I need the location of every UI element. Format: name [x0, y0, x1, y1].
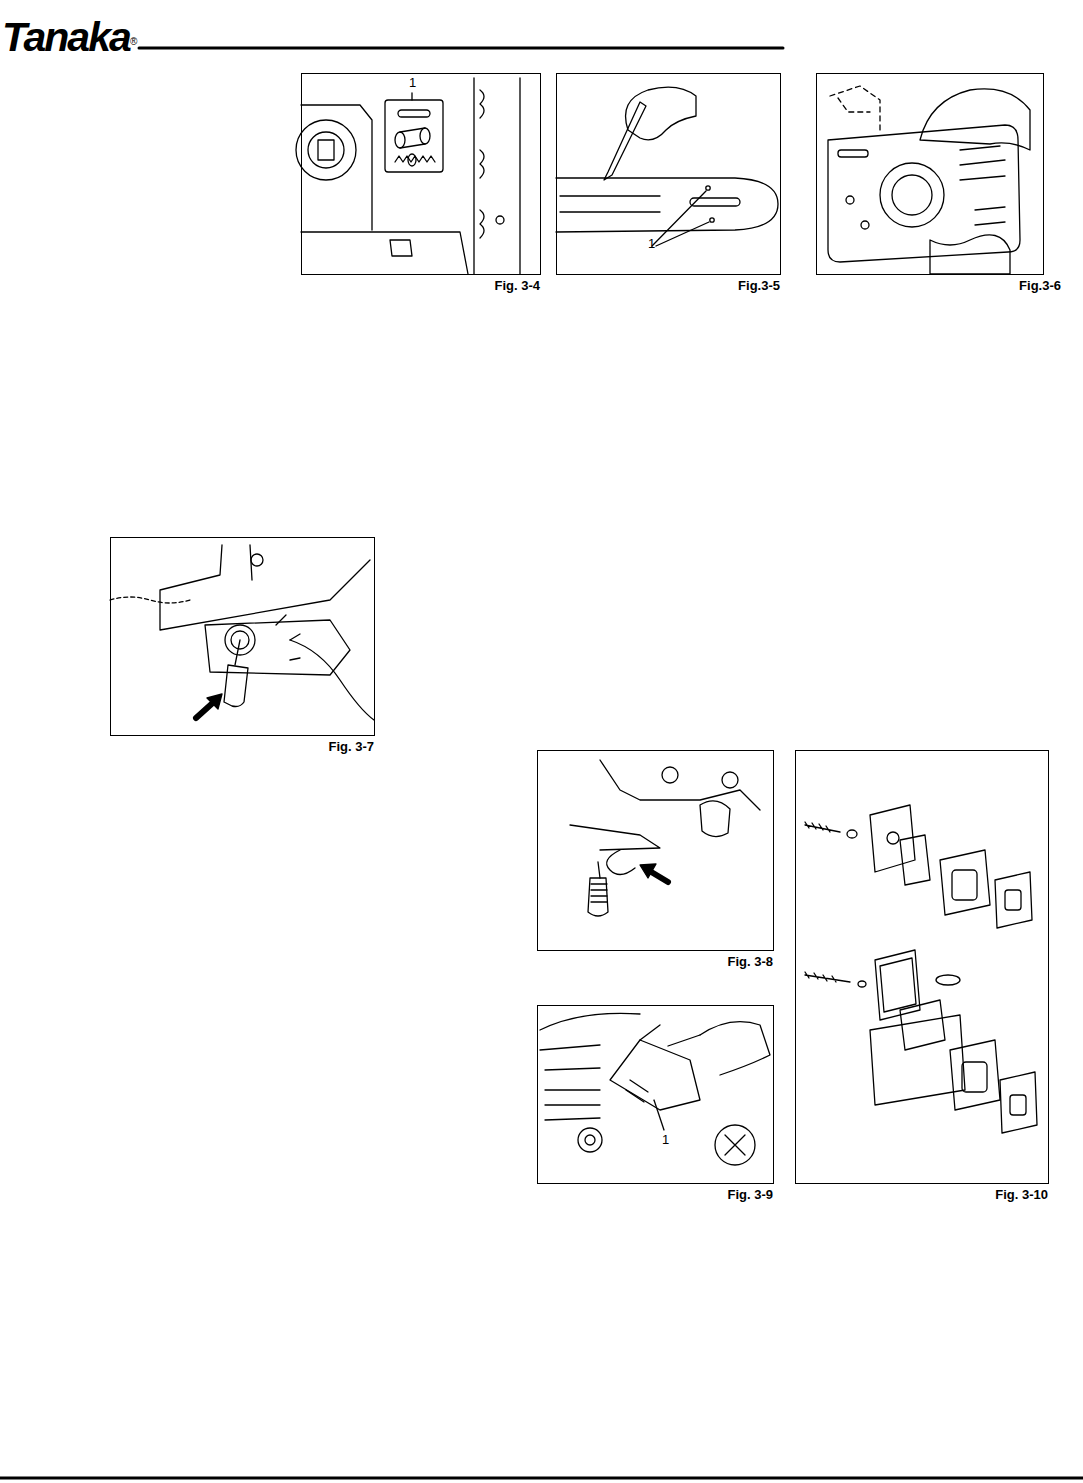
figure-caption: Fig.3-5 [738, 279, 780, 292]
figure-caption: Fig.3-6 [1019, 279, 1061, 292]
figure-caption: Fig. 3-7 [328, 740, 374, 753]
figure-caption: Fig. 3-10 [995, 1188, 1048, 1201]
oil-adjust-illustration [110, 545, 374, 720]
cover-illustration [828, 86, 1030, 274]
figure-frame: Fig. 3-8 [537, 750, 774, 951]
tensioner-illustration [296, 78, 520, 274]
brand-logo: Tanaka [2, 17, 130, 58]
figure-frame: Fig.3-6 [816, 73, 1044, 275]
figure-frame: Fig. 3-10 [795, 750, 1049, 1184]
carburetor-illustration [540, 1013, 770, 1165]
footer-rule [0, 1477, 1083, 1480]
figure-frame: 1Fig. 3-9 [537, 1005, 774, 1184]
guide-bar-illustration [556, 87, 778, 246]
registered-mark: ® [130, 37, 137, 47]
callout-number: 1 [647, 237, 656, 250]
figure-frame: 1Fig.3-5 [556, 73, 781, 275]
callout-number: 1 [408, 76, 417, 89]
figure-caption: Fig. 3-4 [494, 279, 540, 292]
air-filter-exploded [805, 805, 1037, 1133]
oil-adjust-illustration [570, 760, 760, 916]
figure-caption: Fig. 3-8 [727, 955, 773, 968]
figure-caption: Fig. 3-9 [727, 1188, 773, 1201]
figure-frame: Fig. 3-7 [110, 537, 375, 736]
header-rule [139, 47, 783, 50]
callout-number: 1 [661, 1133, 670, 1146]
figure-frame: 1Fig. 3-4 [301, 73, 541, 275]
